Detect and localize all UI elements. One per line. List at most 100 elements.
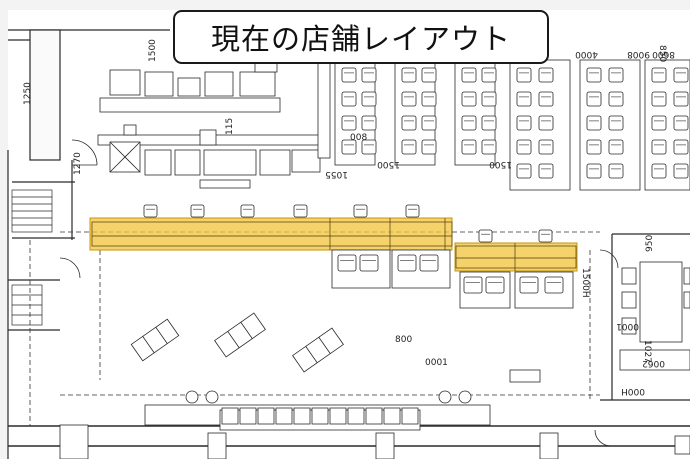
chair: [538, 67, 554, 83]
chair: [190, 204, 205, 218]
chair: [608, 67, 624, 83]
chair: [359, 254, 379, 272]
chair: [361, 139, 377, 155]
chair: [516, 115, 532, 131]
chair: [481, 139, 497, 155]
chair: [673, 163, 689, 179]
chair: [651, 139, 667, 155]
chair: [586, 91, 602, 107]
chair: [293, 204, 308, 218]
dim-label: 0062: [642, 358, 665, 368]
chair: [481, 115, 497, 131]
meeting-table: [509, 261, 690, 383]
chair: [586, 139, 602, 155]
chair: [516, 91, 532, 107]
chair: [586, 163, 602, 179]
bench-cell: [275, 407, 293, 425]
chair: [401, 67, 417, 83]
chair: [341, 67, 357, 83]
chair: [651, 163, 667, 179]
page-title: 現在の店舗レイアウト: [173, 10, 549, 64]
dim-label: 9008: [627, 49, 650, 59]
dim-label: 4000: [575, 49, 598, 59]
chair: [586, 115, 602, 131]
chair: [481, 67, 497, 83]
bench-cell: [365, 407, 383, 425]
chair: [516, 67, 532, 83]
dim-label: 1270: [73, 152, 83, 175]
chair: [341, 91, 357, 107]
dim-label: 1250: [23, 82, 33, 105]
chair: [337, 254, 357, 272]
chair: [651, 115, 667, 131]
chair: [240, 204, 255, 218]
chair: [673, 139, 689, 155]
dim-label: 0001: [425, 358, 448, 368]
chair: [651, 67, 667, 83]
dim-label: 1500: [489, 159, 512, 169]
chair: [421, 115, 437, 131]
chair: [478, 229, 493, 243]
chair: [143, 204, 158, 218]
dim-label: 950: [645, 235, 655, 252]
chair: [461, 67, 477, 83]
bench-cell: [221, 407, 239, 425]
chair: [516, 163, 532, 179]
chair: [538, 115, 554, 131]
chair: [538, 163, 554, 179]
chair: [516, 139, 532, 155]
chair: [586, 67, 602, 83]
chair: [421, 67, 437, 83]
dim-label: 1055: [325, 169, 348, 179]
chair: [397, 254, 417, 272]
dimension-labels: 1500 1500 1500 1055 1500H 950 0062 0001 …: [23, 39, 675, 396]
chair: [341, 115, 357, 131]
chair: [461, 115, 477, 131]
chair: [419, 254, 439, 272]
dim-label: 115: [225, 118, 235, 135]
chair: [421, 139, 437, 155]
seat-chairs: [337, 254, 564, 294]
dim-label: 800: [395, 335, 412, 345]
bar-stools: [143, 204, 553, 243]
bench-cell: [401, 407, 419, 425]
chair: [353, 204, 368, 218]
dim-label: 1500H: [580, 268, 590, 298]
chair: [461, 91, 477, 107]
page-title-text: 現在の店舗レイアウト: [210, 22, 511, 56]
chair: [461, 139, 477, 155]
door-swings: [59, 139, 619, 447]
lounge-sofas: [130, 312, 344, 373]
bench-cells: [221, 407, 419, 425]
chair: [485, 276, 505, 294]
chair: [538, 229, 553, 243]
chair: [673, 91, 689, 107]
chair: [538, 139, 554, 155]
bench-cell: [329, 407, 347, 425]
chair: [673, 67, 689, 83]
dim-label: 000H: [621, 386, 645, 396]
bench-cell: [347, 407, 365, 425]
kitchen-equipment: [97, 57, 331, 189]
dim-label: 1500: [148, 39, 158, 62]
chair: [401, 139, 417, 155]
chair: [421, 91, 437, 107]
chair: [651, 91, 667, 107]
chair: [544, 276, 564, 294]
dim-label: 1500: [377, 159, 400, 169]
bench-cell: [311, 407, 329, 425]
dim-label: 008: [350, 133, 367, 143]
chair: [361, 91, 377, 107]
chair: [463, 276, 483, 294]
chair: [608, 115, 624, 131]
chair: [341, 139, 357, 155]
chair: [519, 276, 539, 294]
chair: [538, 91, 554, 107]
chair: [608, 139, 624, 155]
chairs-top-group: [341, 67, 689, 179]
dim-label: 1027: [642, 340, 652, 363]
counter-outline: [91, 218, 577, 271]
chair: [673, 115, 689, 131]
